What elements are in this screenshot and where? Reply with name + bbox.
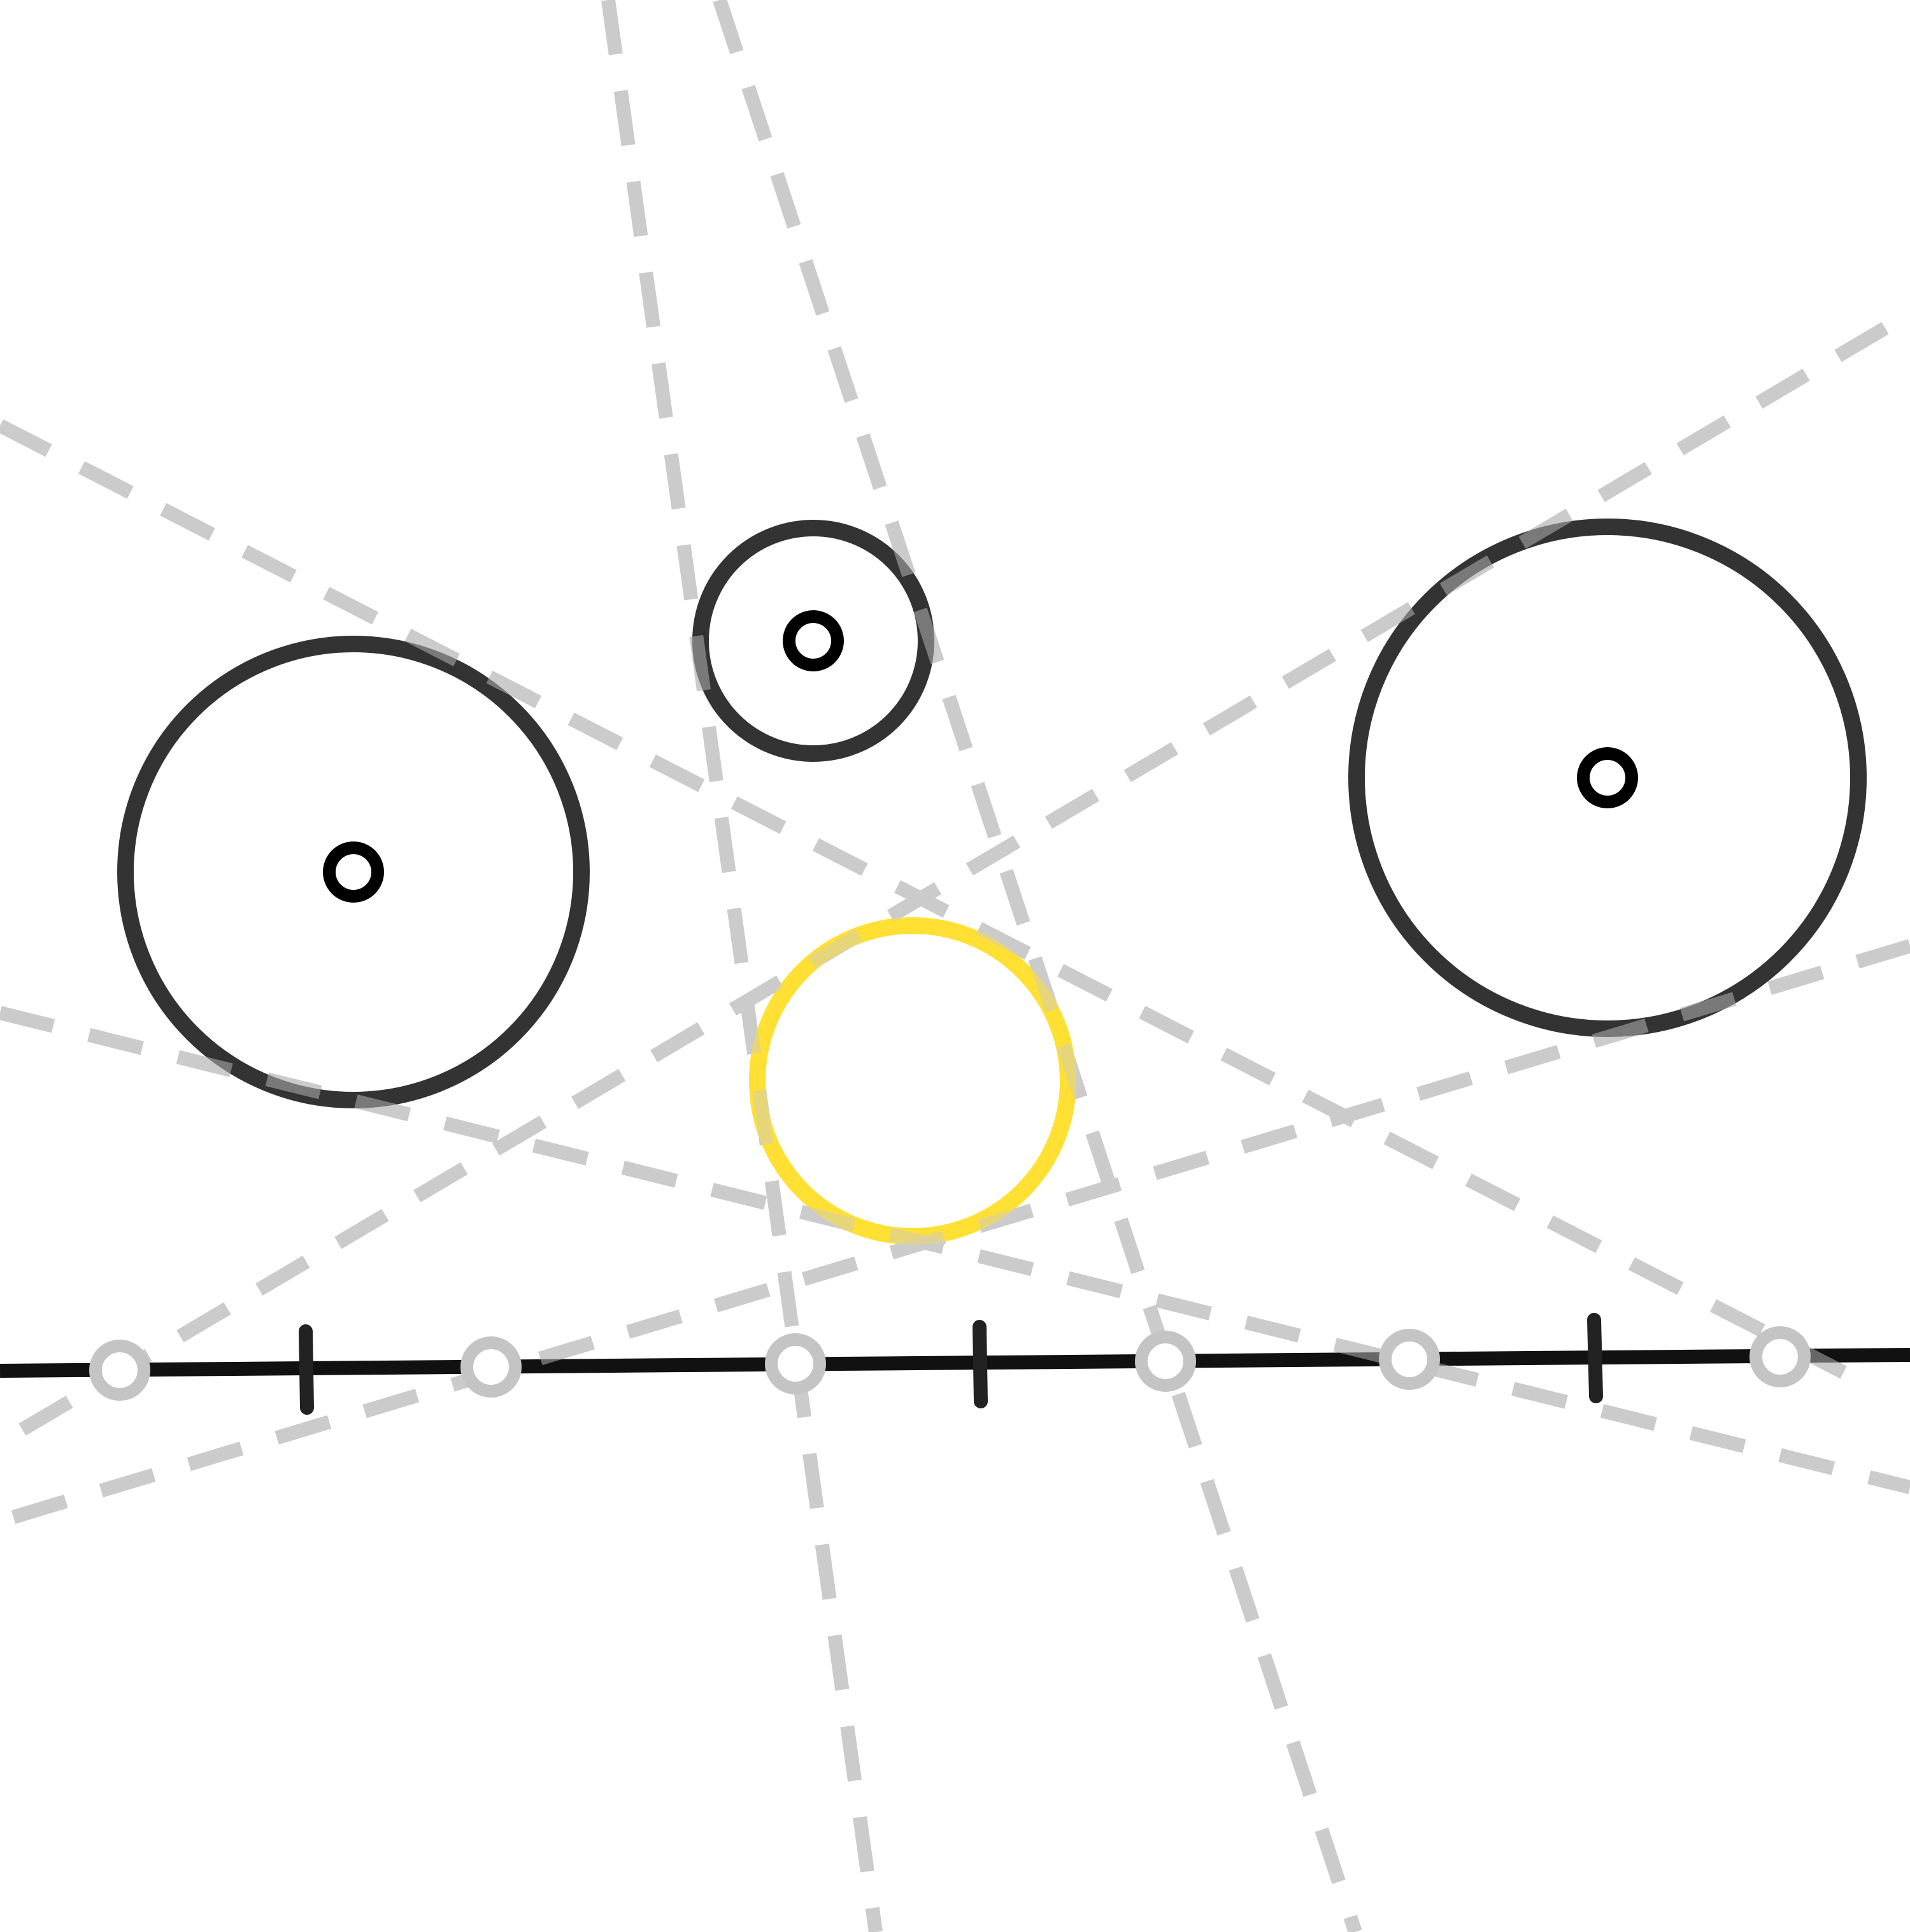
line-point-5 (1379, 1329, 1440, 1390)
construction-overlay-line-3 (0, 419, 1860, 1385)
main-line-group (0, 1313, 1910, 1415)
tick-mark-3 (1587, 1313, 1603, 1403)
given-circle-right (1348, 519, 1867, 1037)
line-point-6 (1750, 1326, 1811, 1387)
line-point-3 (765, 1333, 826, 1394)
line-point-1 (89, 1340, 150, 1401)
points-group (89, 610, 1811, 1401)
result-circle (749, 917, 1076, 1245)
construction-overlay-line-2 (713, 0, 1362, 1932)
tick-mark-2 (973, 1320, 988, 1408)
main-line (0, 1348, 1910, 1378)
center-point-top (783, 610, 844, 671)
construction-overlay-line-4 (0, 322, 1889, 1449)
construction-line-2 (713, 0, 1362, 1932)
line-point-4 (1135, 1331, 1196, 1392)
line-point-2 (460, 1336, 522, 1398)
construction-overlay-line-5 (0, 1006, 1910, 1494)
tick-mark-1 (299, 1324, 314, 1415)
construction-line-1 (601, 0, 883, 1932)
construction-overlay-line-6 (0, 939, 1910, 1528)
construction-overlay-line-1 (601, 0, 883, 1932)
given-circle-left (117, 636, 590, 1108)
center-point-right (1577, 747, 1638, 808)
construction-line-3 (0, 419, 1860, 1385)
given-circle-top (692, 520, 934, 762)
center-point-left (323, 841, 384, 903)
construction-line-6 (0, 939, 1910, 1528)
